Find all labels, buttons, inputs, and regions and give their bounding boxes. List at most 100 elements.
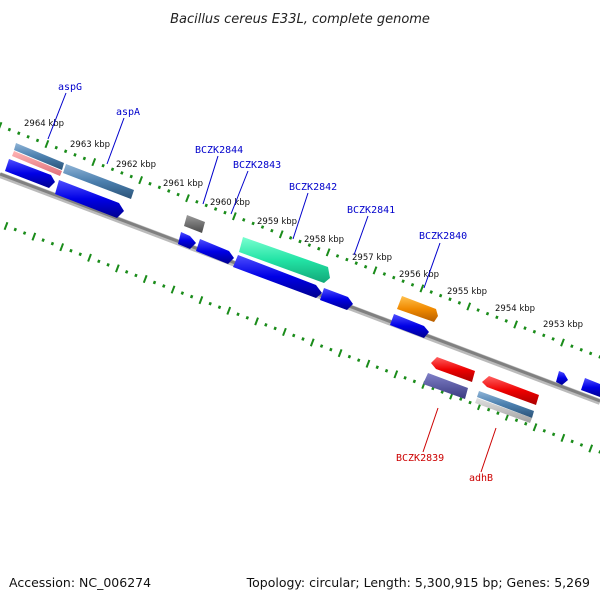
tick-mark (270, 228, 274, 233)
tick-mark (495, 315, 499, 320)
tick-mark (375, 365, 379, 370)
tick-mark (50, 241, 55, 246)
tick-mark (524, 421, 528, 426)
gene-label-aspA[interactable]: aspA (116, 107, 140, 118)
tick-mark (142, 274, 148, 284)
tick-mark (570, 439, 574, 444)
gene-label-BCZK2844[interactable]: BCZK2844 (195, 145, 243, 156)
tick-mark (124, 270, 129, 274)
gene-aspG-pink[interactable] (12, 151, 62, 176)
tick-mark (440, 390, 444, 394)
tick-mark (325, 248, 331, 257)
tick-mark (372, 266, 378, 275)
gene-BCZK2841[interactable] (320, 288, 353, 310)
tick-mark (319, 344, 324, 348)
gene-blue-3[interactable] (178, 232, 196, 249)
tick-mark (3, 221, 9, 231)
gene-labels: aspG aspA BCZK2844 BCZK2843 BCZK2842 BCZ… (58, 82, 493, 484)
tick-mark (570, 344, 574, 349)
gene-label-BCZK2840[interactable]: BCZK2840 (419, 231, 467, 242)
tick-mark (307, 243, 312, 247)
kbp-tick-label: 2955 kbp (447, 287, 487, 297)
tick-tracks (0, 121, 600, 454)
tick-mark (551, 337, 555, 341)
gene-blue-1[interactable] (5, 159, 55, 188)
kbp-tick-label: 2956 kbp (399, 270, 439, 280)
tick-mark (162, 284, 166, 288)
gene-adhB-silver[interactable] (475, 398, 532, 423)
tick-mark (278, 230, 284, 239)
gene-aspA[interactable] (63, 164, 134, 199)
tick-mark (152, 280, 157, 285)
tick-mark (382, 272, 387, 276)
tick-mark (485, 311, 490, 316)
tick-mark (0, 121, 3, 129)
tick-mark (223, 210, 227, 215)
tick-mark (392, 275, 396, 280)
tick-mark (393, 370, 399, 379)
tick-mark (365, 359, 371, 368)
tick-mark (523, 326, 527, 330)
tick-mark (345, 257, 349, 262)
tick-mark (41, 238, 45, 242)
tick-mark (13, 227, 17, 232)
tick-mark (148, 181, 152, 186)
tick-mark (496, 411, 500, 416)
gene-label-BCZK2839[interactable]: BCZK2839 (396, 453, 444, 464)
tick-mark (254, 317, 259, 326)
kbp-tick-label: 2964 kbp (24, 119, 64, 129)
gene-label-BCZK2843[interactable]: BCZK2843 (233, 160, 281, 171)
tick-mark (486, 407, 491, 412)
gene-BCZK2842[interactable] (239, 237, 330, 283)
tick-mark (457, 301, 462, 305)
tick-mark (588, 444, 594, 453)
tick-mark (26, 134, 30, 139)
kbp-tick-label: 2954 kbp (495, 304, 535, 314)
gene-BCZK2844[interactable] (184, 215, 205, 233)
gene-adhB-red[interactable] (482, 376, 539, 405)
tick-mark (282, 327, 287, 337)
tick-mark (208, 301, 212, 306)
tick-mark (309, 338, 315, 347)
gene-label-BCZK2842[interactable]: BCZK2842 (289, 182, 337, 193)
gene-label-adhB[interactable]: adhB (469, 473, 493, 484)
gene-blue-6[interactable] (556, 371, 568, 385)
tick-mark (204, 203, 208, 208)
tick-mark (354, 261, 358, 266)
kbp-tick-label: 2963 kbp (70, 140, 110, 150)
tick-mark (301, 337, 305, 341)
gene-BCZK2839-red[interactable] (431, 357, 475, 382)
tick-mark (129, 174, 133, 179)
kbp-tick-label: 2962 kbp (116, 160, 156, 170)
tick-mark (44, 139, 50, 149)
gene-BCZK2839[interactable] (423, 373, 468, 399)
gene-BCZK2840[interactable] (397, 296, 438, 322)
gene-blue-4[interactable] (233, 255, 322, 298)
tick-mark (134, 273, 138, 278)
tick-mark (167, 189, 171, 193)
gene-aspG[interactable] (14, 143, 64, 170)
gene-blue-2[interactable] (55, 180, 124, 218)
kbp-tick-label: 2961 kbp (163, 179, 203, 189)
tick-mark (560, 338, 565, 347)
gene-label-aspG[interactable]: aspG (58, 82, 82, 93)
gene-label-BCZK2841[interactable]: BCZK2841 (347, 205, 395, 216)
kbp-tick-label: 2953 kbp (543, 320, 583, 330)
gene-blue-7[interactable] (581, 378, 600, 397)
genome-summary-text: Topology: circular; Length: 5,300,915 bp… (246, 575, 590, 590)
tick-mark (317, 246, 321, 251)
tick-mark (551, 432, 556, 437)
tick-mark (7, 127, 12, 132)
tick-mark (97, 259, 101, 264)
gene-adhB[interactable] (477, 391, 534, 418)
gene-blue-5[interactable] (390, 314, 429, 338)
reverse-strand-features (423, 357, 539, 423)
tick-mark (54, 145, 58, 150)
tick-mark (69, 248, 73, 253)
gene-BCZK2843[interactable] (196, 239, 234, 264)
tick-mark (288, 236, 293, 240)
tick-mark (438, 293, 443, 298)
tick-mark (476, 308, 480, 312)
tick-mark (59, 243, 65, 252)
